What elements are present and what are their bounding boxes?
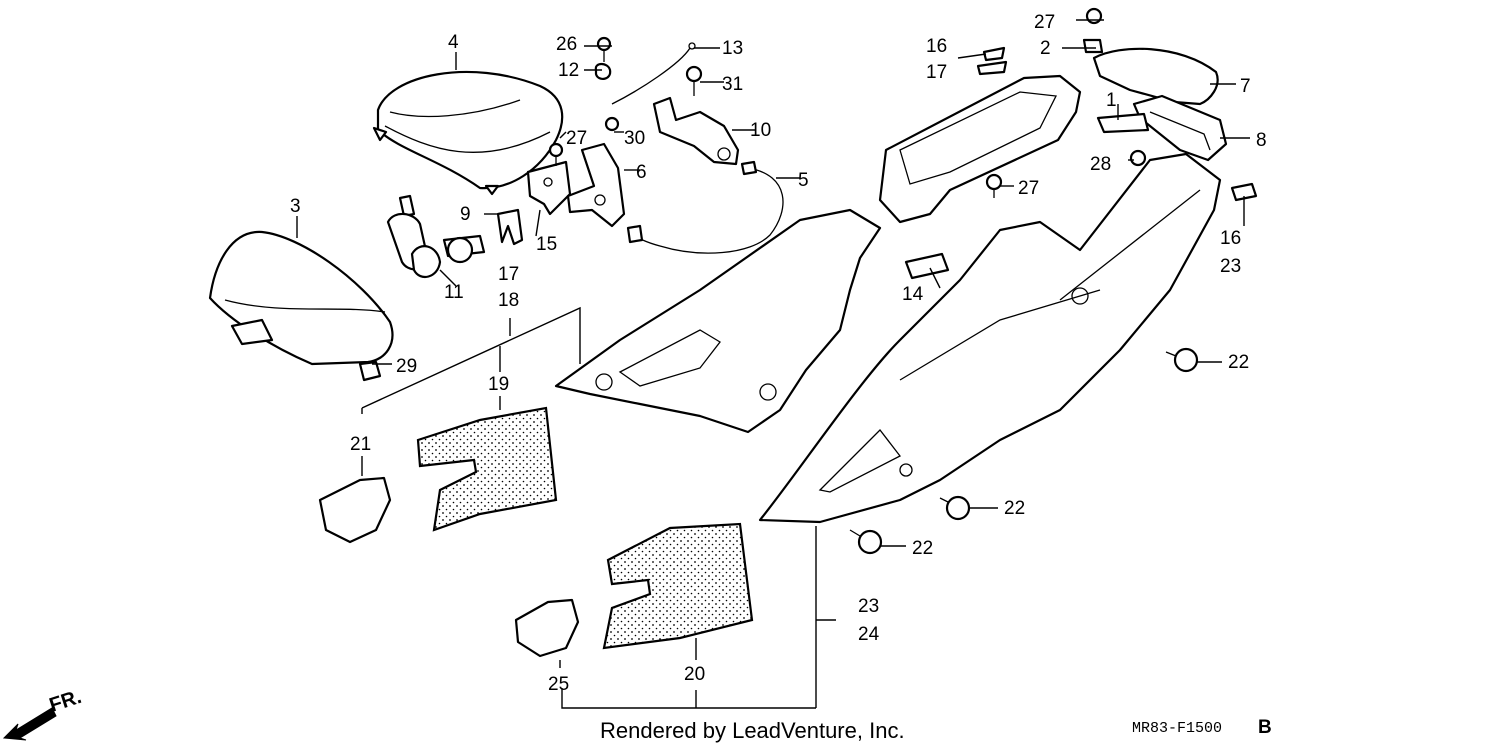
callout-1: 1 [1106,90,1117,111]
callout-25: 25 [548,674,569,695]
callout-3: 3 [290,196,301,217]
callout-27-a: 27 [1034,12,1055,33]
footer-credit: Rendered by LeadVenture, Inc. [600,718,905,743]
callout-20: 20 [684,664,705,685]
callout-2: 2 [1040,38,1051,59]
callout-14: 14 [902,284,924,305]
callout-22-c: 22 [912,538,933,559]
callout-17-top: 17 [926,62,947,83]
callout-22-a: 22 [1228,352,1249,373]
callout-13: 13 [722,38,743,59]
bracket-25 [514,598,580,658]
callout-23-right: 23 [1220,256,1241,277]
diagram-code: MR83-F1500 [1132,720,1222,737]
callout-26: 26 [556,34,577,55]
seat-frame [878,60,1082,224]
callout-11: 11 [444,282,464,303]
callout-9: 9 [460,204,471,225]
callout-27-b: 27 [566,128,587,149]
callout-23-bottom: 23 [858,596,879,617]
pad-20 [602,522,754,650]
callout-18: 18 [498,290,519,311]
callout-28: 28 [1090,154,1111,175]
callout-7: 7 [1240,76,1251,97]
callout-5: 5 [798,170,809,191]
callout-8: 8 [1256,130,1267,151]
front-direction-arrow-icon: FR. [2,686,84,741]
callout-10: 10 [750,120,771,141]
callout-16-top: 16 [926,36,947,57]
callout-24: 24 [858,624,880,645]
callout-labels: 1 2 3 4 5 6 7 8 9 10 11 12 13 14 15 16 1… [290,12,1267,695]
cable-13 [611,42,696,105]
decal-16-23 [1230,182,1258,202]
clip-1 [1096,112,1150,134]
bracket-14 [904,252,950,280]
bracket-6 [566,142,626,228]
nut-29 [358,360,382,382]
callout-31: 31 [722,74,743,95]
callout-12: 12 [558,60,579,81]
seat-latch-10 [652,96,740,166]
screw-22 [849,347,1199,555]
bracket-9 [496,208,524,246]
release-cable-5 [626,160,784,254]
leader-lines [296,19,1250,709]
callout-6: 6 [636,162,647,183]
callout-30: 30 [624,128,645,149]
seat-lock-key [386,194,486,279]
callout-4: 4 [448,32,459,53]
rail-cover-7 [1092,47,1219,106]
callout-17-left: 17 [498,264,519,285]
rear-cowl [758,152,1222,524]
side-cover-left [554,208,882,434]
callout-27-c: 27 [1018,178,1039,199]
front-seat [208,230,394,366]
callout-22-b: 22 [1004,498,1025,519]
callout-29: 29 [396,356,417,377]
lock-bracket-15 [526,160,572,216]
diagram-code-suffix: B [1258,717,1272,738]
callout-16-right: 16 [1220,228,1241,249]
callout-15: 15 [536,234,557,255]
rear-seat [372,70,564,196]
callout-21: 21 [350,434,371,455]
callout-19: 19 [488,374,509,395]
bracket-21 [318,476,392,544]
decal-16-17 [982,46,1006,62]
pad-19 [416,406,558,532]
front-direction-label: FR. [47,686,84,717]
